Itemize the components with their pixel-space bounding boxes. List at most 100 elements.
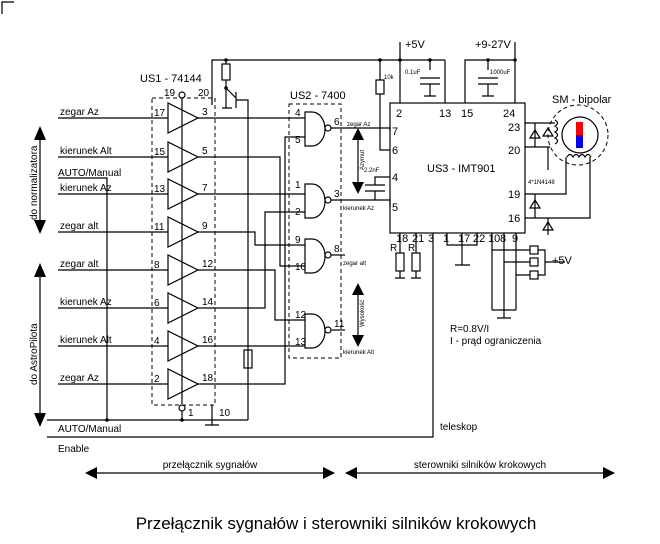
label-c22: 2.2nF (364, 168, 380, 174)
us3-right-pin: 20 (508, 145, 520, 157)
us3-top-pin: 13 (439, 108, 451, 120)
astropilot-label: do AstroPilota (29, 323, 40, 385)
pin-out: 5 (202, 146, 208, 157)
us3-bottom-pin: 18 (396, 233, 408, 245)
label-c1000: 1000uF (490, 70, 511, 76)
us3-bottom-pin: 8 (500, 233, 506, 245)
us3-box (389, 102, 526, 234)
buffer-gate (167, 216, 200, 248)
input-label: kierunek Alt (60, 146, 112, 157)
input-label: zegar Az (60, 373, 99, 384)
magnet-south (576, 135, 583, 148)
label-10k: 10k (384, 75, 395, 81)
magnet-north (576, 122, 583, 135)
motor-label: SM - bipolar (552, 94, 612, 106)
pin-in: 13 (154, 184, 166, 195)
pin-in: 17 (154, 108, 166, 119)
label-c01: 0.1uF (405, 70, 421, 76)
pin-in: 2 (154, 374, 160, 385)
us3-left-pin: 4 (392, 172, 398, 184)
input-label: zegar alt (60, 259, 99, 270)
input-label: kierunek Az (60, 183, 112, 194)
pin-out: 7 (202, 183, 208, 194)
pin-out: 18 (202, 373, 214, 384)
gate-pin-out: 3 (334, 189, 340, 200)
us3-left-pin: 6 (392, 145, 398, 157)
gate-pin-in2: 5 (295, 135, 301, 146)
formula: R=0.8V/I (450, 324, 489, 335)
gate-output-label: kierunek Az (343, 206, 374, 212)
pin-in: 6 (154, 298, 160, 309)
us3-left-pin: 7 (392, 126, 398, 138)
gate-pin-in2: 13 (295, 337, 307, 348)
label-9-27v: +9-27V (475, 39, 511, 51)
us3-bottom-pin: 9 (512, 233, 518, 245)
us3-right-pin: 19 (508, 189, 520, 201)
buffer-gate (167, 254, 200, 286)
us2-box (288, 103, 342, 359)
auto-manual-top: AUTO/Manual (58, 168, 121, 179)
normalizator-label: do normalizatora (29, 145, 40, 220)
buffer-gate (167, 178, 200, 210)
label-diodes: 4*1N4148 (528, 180, 555, 186)
gate-pin-in2: 2 (295, 207, 301, 218)
us1-label: US1 - 74144 (140, 73, 202, 85)
buffer-gate (167, 330, 200, 362)
switch-label: przełącznik sygnałów (163, 460, 258, 471)
gate-pin-out: 8 (334, 244, 340, 255)
auto-manual: AUTO/Manual (58, 424, 121, 435)
pin-in: 15 (154, 147, 166, 158)
gate-pin-out: 11 (334, 319, 345, 330)
us3-bottom-pin: 3 (428, 233, 434, 245)
gate-output-label: kierunek Alt (343, 350, 374, 356)
us3-bottom-pin: 21 (412, 233, 424, 245)
input-label: zegar Az (60, 107, 99, 118)
pin-in: 4 (154, 336, 160, 347)
gate-pin-out: 6 (334, 117, 340, 128)
nand-gate (304, 313, 326, 349)
drivers-label: sterowniki silników krokowych (414, 460, 546, 471)
gate-output-label: zegar Az (347, 122, 370, 128)
gate-pin-in1: 4 (295, 108, 301, 119)
us3-right-pin: 16 (508, 213, 520, 225)
gate-pin-in1: 9 (295, 235, 301, 246)
buffer-gate (167, 102, 200, 134)
us3-top-pin: 15 (461, 108, 473, 120)
us3-bottom-pin: 17 (458, 233, 470, 245)
wysokosc-label: Wysokość (360, 300, 366, 327)
motor-outline (547, 104, 609, 166)
gate-pin-in1: 1 (295, 180, 301, 191)
us2-label: US2 - 7400 (290, 90, 346, 102)
input-label: zegar alt (60, 221, 99, 232)
label-5v: +5V (405, 39, 426, 51)
enable-label: Enable (58, 444, 90, 455)
input-label: kierunek Alt (60, 335, 112, 346)
azymut-label: Azymut (360, 150, 366, 170)
us3-bottom-pin: 22 (473, 233, 485, 245)
input-label: kierunek Az (60, 297, 112, 308)
us1-box (151, 97, 216, 406)
pin-in: 11 (154, 222, 165, 233)
us3-right-pin: 23 (508, 122, 520, 134)
label-r2: R (408, 243, 415, 254)
us3-bottom-pin: 10 (488, 233, 500, 245)
buffer-gate (167, 292, 200, 324)
us3-label: US3 - IMT901 (427, 163, 495, 175)
us1-pin-10: 10 (219, 408, 231, 419)
limit-note: I - prąd ograniczenia (450, 336, 542, 347)
gate-pin-in1: 12 (295, 310, 307, 321)
buffer-gate (167, 368, 200, 400)
us3-left-pin: 5 (392, 202, 398, 214)
us3-top-pin: 2 (396, 108, 402, 120)
us1-pin-19: 19 (164, 88, 176, 99)
nand-gate (304, 238, 326, 274)
pin-out: 14 (202, 297, 214, 308)
us1-pin-20: 20 (198, 88, 210, 99)
gate-pin-in2: 10 (295, 262, 307, 273)
buffer-gate (167, 141, 200, 173)
diagram-title: Przełącznik sygnałów i sterowniki silnik… (136, 514, 537, 533)
us3-bottom-pin: 1 (443, 233, 449, 245)
pin-out: 9 (202, 221, 208, 232)
label-r1: R (390, 243, 397, 254)
